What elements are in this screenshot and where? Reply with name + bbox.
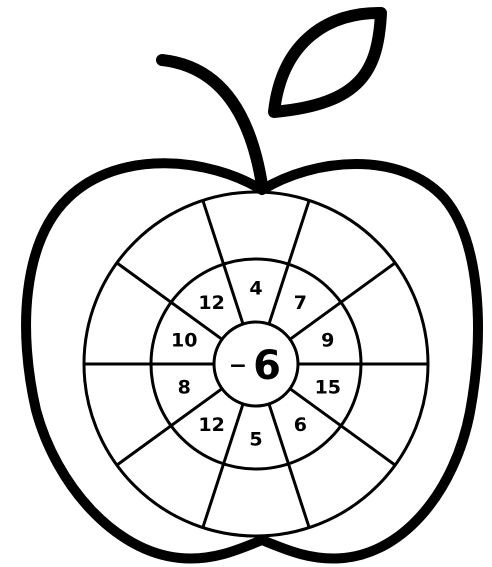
inner-number: 15	[315, 376, 341, 398]
inner-number: 7	[294, 292, 307, 314]
center-number: 6	[253, 343, 281, 389]
inner-number: 6	[294, 414, 307, 436]
inner-number: 4	[249, 278, 262, 300]
subtraction-operator: −	[229, 354, 247, 379]
inner-number: 8	[178, 376, 191, 398]
inner-number: 12	[198, 414, 224, 436]
inner-number: 10	[171, 330, 197, 352]
apple-leaf	[274, 13, 381, 112]
inner-number: 5	[249, 429, 262, 451]
inner-number: 12	[198, 292, 224, 314]
inner-number: 9	[321, 330, 334, 352]
